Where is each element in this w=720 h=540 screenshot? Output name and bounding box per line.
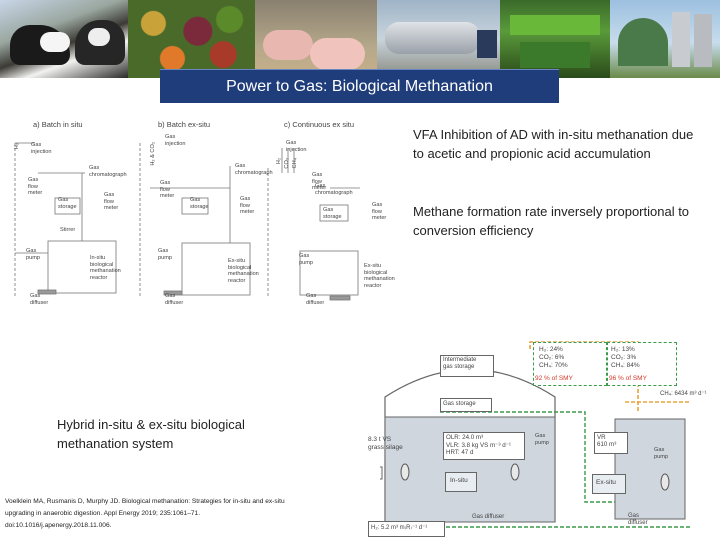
vr-box — [594, 432, 628, 454]
ch4-output-label: CH₄: 6434 m³ d⁻¹ — [660, 391, 707, 397]
c-co2-label: CO₂ — [284, 158, 290, 169]
ex-situ-label: Ex-situ — [596, 479, 616, 486]
b-gas-injection-label: Gas injection — [165, 134, 186, 147]
ex-situ-box — [592, 474, 626, 494]
c-h2-label: H₂ — [276, 158, 282, 165]
bullet-vfa-inhibition: VFA Inhibition of AD with in-situ methan… — [413, 127, 694, 161]
b-gas-chromatograph-label: Gas chromatograph — [235, 163, 273, 176]
a-gas-pump-label: Gas pump — [26, 248, 40, 261]
a-reactor-label: In-situ biological methanation reactor — [90, 255, 121, 281]
smy-92-label: 92 % of SMY — [535, 375, 573, 382]
panel-a-label: a) Batch in situ — [33, 120, 83, 129]
smy-96-label: 96 % of SMY — [609, 375, 647, 382]
a-gas-chromatograph-label: Gas chromatograph — [89, 165, 127, 178]
c-gas-diffuser-label: Gas diffuser — [306, 293, 325, 306]
c-reactor-label: Ex-situ biological methanation reactor — [364, 263, 395, 289]
a-gas-flow-meter-label: Gas flow meter — [28, 177, 43, 196]
gas-diffuser-label: Gas diffuser — [472, 514, 505, 520]
gas-composition-2: H₂: 13% CO₂: 3% CH₄: 84% — [611, 346, 640, 369]
a-gas-diffuser-label: Gas diffuser — [30, 293, 49, 306]
panel-b-label: b) Batch ex-situ — [158, 120, 211, 129]
digester-parameters-box — [443, 432, 525, 460]
gas-composition-1: H₂: 24% CO₂: 6% CH₄: 70% — [539, 346, 568, 369]
tanker-truck-photo — [377, 0, 500, 78]
grass-silage-label: 8.3 t VS grass silage — [368, 436, 403, 451]
c-gas-storage-label: Gas storage — [323, 207, 342, 220]
intermediate-gas-storage-box — [440, 355, 494, 377]
pigs-photo — [255, 0, 377, 78]
gas-pump-2-label: Gas pump — [654, 447, 668, 460]
a-gas-injection-label: Gas injection — [31, 142, 52, 155]
panel-c-label: c) Continuous ex situ — [284, 120, 355, 129]
gas-diffuser-2-label: Gas diffuser — [628, 513, 648, 526]
b-gas-flow-meter-label: Gas flow meter — [160, 180, 175, 199]
intermediate-gas-storage-label: Intermediate gas storage — [443, 357, 477, 370]
c-gas-pump-label: Gas pump — [299, 253, 313, 266]
a-gas-flow-meter-2-label: Gas flow meter — [104, 192, 119, 211]
digester-plant-photo — [610, 0, 720, 78]
cows-photo — [0, 0, 128, 78]
h2-input-label: H₂: 5.2 m³ m₍R₎⁻¹ d⁻¹ — [371, 525, 428, 531]
header-photo-strip — [0, 0, 720, 78]
b-gas-flow-meter-2-label: Gas flow meter — [240, 196, 255, 215]
a-h2-label: H₂ — [14, 143, 20, 150]
vr-label: VR 610 m³ — [597, 434, 617, 448]
b-h2-co2-label: H₂ & CO₂ — [150, 142, 156, 166]
c-ch4-label: CH₄ — [292, 158, 298, 169]
figure-1-diagram — [14, 142, 360, 301]
b-gas-storage-label: Gas storage — [190, 197, 209, 210]
gas-composition-box-1 — [533, 342, 607, 386]
h2-input-box — [368, 521, 445, 537]
gas-storage-box — [440, 398, 492, 412]
gas-composition-box-2 — [607, 342, 677, 386]
a-gas-storage-label: Gas storage — [58, 197, 77, 210]
c-gas-chromatograph-label: Gas chromatograph — [315, 183, 353, 196]
slide-title: Power to Gas: Biological Methanation — [160, 69, 559, 103]
in-situ-box — [445, 472, 477, 492]
c-gas-injection-label: Gas injection — [286, 140, 307, 153]
gas-storage-label: Gas storage — [443, 401, 476, 407]
gas-pump-label: Gas pump — [535, 433, 549, 446]
in-situ-label: In-situ — [450, 477, 468, 484]
b-gas-diffuser-label: Gas diffuser — [165, 293, 184, 306]
vegetables-photo — [128, 0, 255, 78]
hybrid-system-caption: Hybrid in-situ & ex-situ biological meth… — [57, 417, 245, 451]
digester-parameters: OLR: 24.0 m³ VLR: 3.8 kg VS m⁻³ d⁻¹ HRT:… — [446, 434, 511, 456]
b-gas-pump-label: Gas pump — [158, 248, 172, 261]
c-gas-flow-meter-2-label: Gas flow meter — [372, 202, 387, 221]
green-machinery-photo — [500, 0, 610, 78]
bullet-methane-formation: Methane formation rate inversely proport… — [413, 204, 690, 238]
b-reactor-label: Ex-situ biological methanation reactor — [228, 258, 259, 284]
a-stirrer-label: Stirrer — [60, 227, 76, 233]
reference-citation: Voelklein MA, Rusmanis D, Murphy JD. Bio… — [5, 498, 285, 529]
c-gas-flow-meter-label: Gas flow meter — [312, 172, 327, 191]
